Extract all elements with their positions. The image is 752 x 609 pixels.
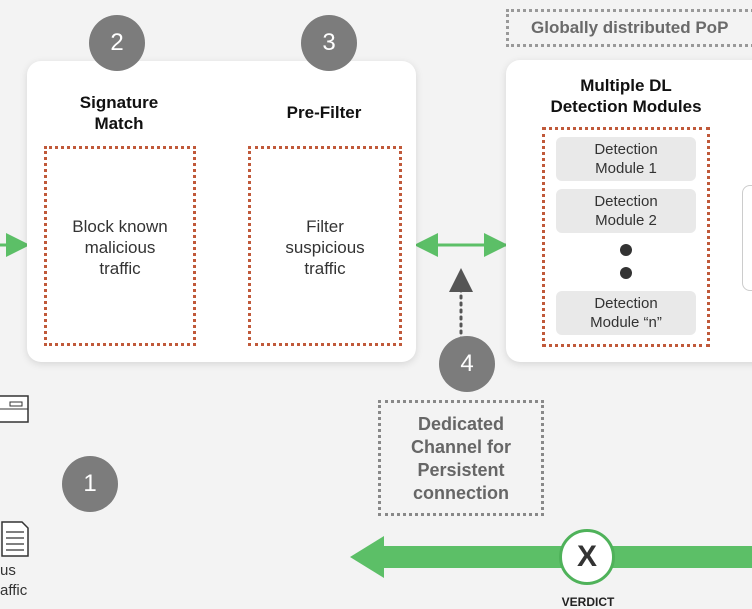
detection-module-n: Detection Module “n”: [556, 291, 696, 335]
step-4-badge: 4: [439, 336, 495, 392]
ellipsis-dot-1: [620, 244, 632, 256]
step-2-badge: 2: [89, 15, 145, 71]
verdict-label: VERDICT: [561, 595, 615, 609]
filter-panel: [27, 61, 416, 362]
signature-match-heading: Signature Match: [79, 93, 159, 133]
pre-filter-heading: Pre-Filter: [286, 103, 362, 122]
verdict-arrow-head: [350, 536, 384, 578]
pre-filter-body: Filter suspicious traffic: [285, 217, 365, 278]
dedicated-channel-label: Dedicated Channel for Persistent connect…: [410, 414, 511, 503]
dedicated-channel-box: Dedicated Channel for Persistent connect…: [378, 400, 544, 516]
left-cut-text-2: affic: [0, 582, 28, 599]
server-icon: [0, 395, 29, 423]
pop-label: Globally distributed PoP: [506, 9, 752, 47]
next-stage-box: [742, 185, 752, 291]
verdict-x-icon: X: [559, 529, 615, 585]
detection-heading: Multiple DL Detection Modules: [550, 76, 702, 116]
detection-module-1: Detection Module 1: [556, 137, 696, 181]
step-1-badge: 1: [62, 456, 118, 512]
signature-match-box: Block known malicious traffic: [44, 146, 196, 346]
step-3-badge: 3: [301, 15, 357, 71]
document-icon: [1, 521, 29, 557]
left-cut-text-1: us: [0, 562, 16, 579]
ellipsis-dot-2: [620, 267, 632, 279]
detection-modules-box: [542, 127, 710, 347]
signature-match-body: Block known malicious traffic: [72, 217, 168, 278]
detection-module-2: Detection Module 2: [556, 189, 696, 233]
pre-filter-box: Filter suspicious traffic: [248, 146, 402, 346]
